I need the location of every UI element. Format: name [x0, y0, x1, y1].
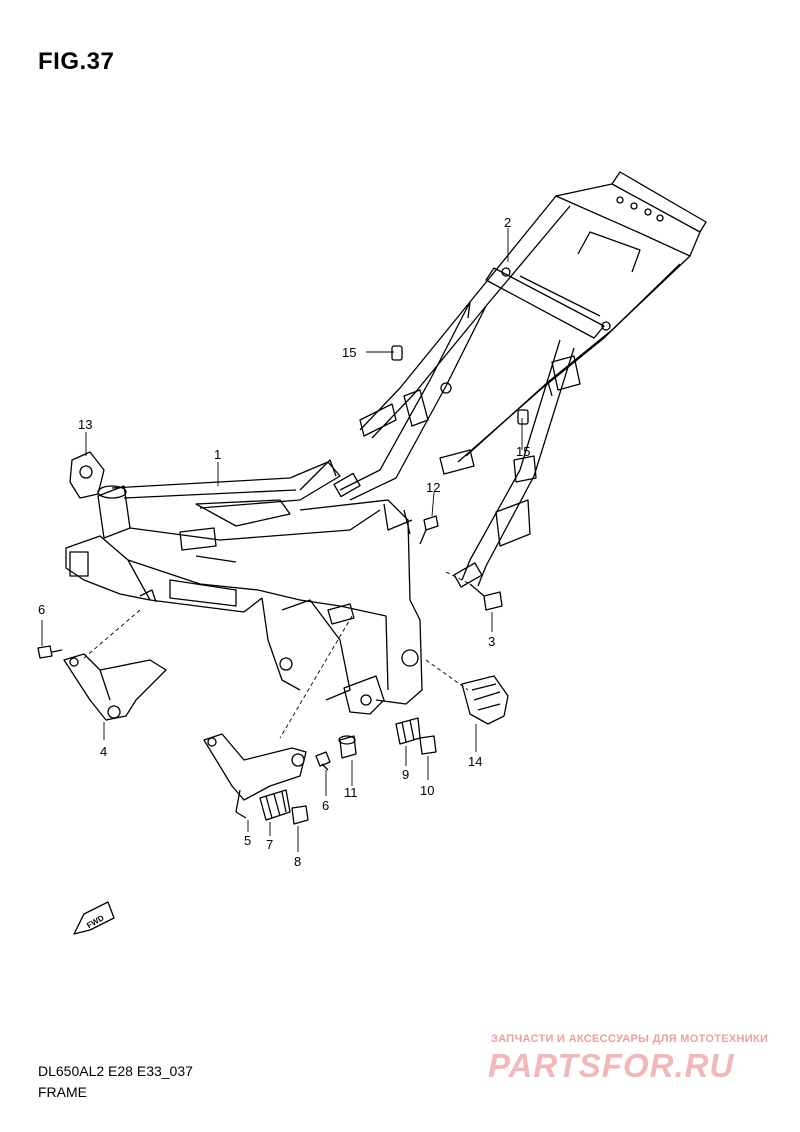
footrest-bracket-5: [203, 733, 307, 819]
callout-12: 12: [426, 480, 440, 495]
callout-6-right: 6: [322, 798, 329, 813]
leader-lines: [41, 228, 523, 852]
main-frame: [65, 459, 423, 715]
callout-numbers: 2 15 15 13 1 12 3 6 4 14 9 10 11 6 5 7 8: [38, 215, 530, 869]
footrest-bracket-4: [63, 653, 167, 721]
section-name: FRAME: [38, 1084, 87, 1100]
figure-title: FIG.37: [38, 48, 115, 75]
callout-8: 8: [294, 854, 301, 869]
callout-10: 10: [420, 783, 434, 798]
callout-2: 2: [504, 215, 511, 230]
callout-1: 1: [214, 447, 221, 462]
callout-14: 14: [468, 754, 482, 769]
engine-mount-13: [69, 451, 105, 499]
watermark-tagline: ЗАПЧАСТИ И АКСЕССУАРЫ ДЛЯ МОТОТЕХНИКИ: [491, 1033, 769, 1045]
callout-7: 7: [266, 837, 273, 852]
watermark-logo: PARTSFOR.RU: [488, 1047, 735, 1084]
small-parts: [37, 345, 529, 825]
fwd-arrow-icon: [73, 901, 115, 935]
callout-5: 5: [244, 833, 251, 848]
callout-15-lower: 15: [516, 444, 530, 459]
callout-6-left: 6: [38, 602, 45, 617]
callout-11: 11: [344, 785, 358, 800]
model-code: DL650AL2 E28 E33_037: [38, 1063, 193, 1079]
callout-13: 13: [78, 417, 92, 432]
rear-seat-rail: [333, 171, 707, 588]
callout-15-upper: 15: [342, 345, 356, 360]
callout-9: 9: [402, 767, 409, 782]
callout-4: 4: [100, 744, 107, 759]
callout-3: 3: [488, 634, 495, 649]
